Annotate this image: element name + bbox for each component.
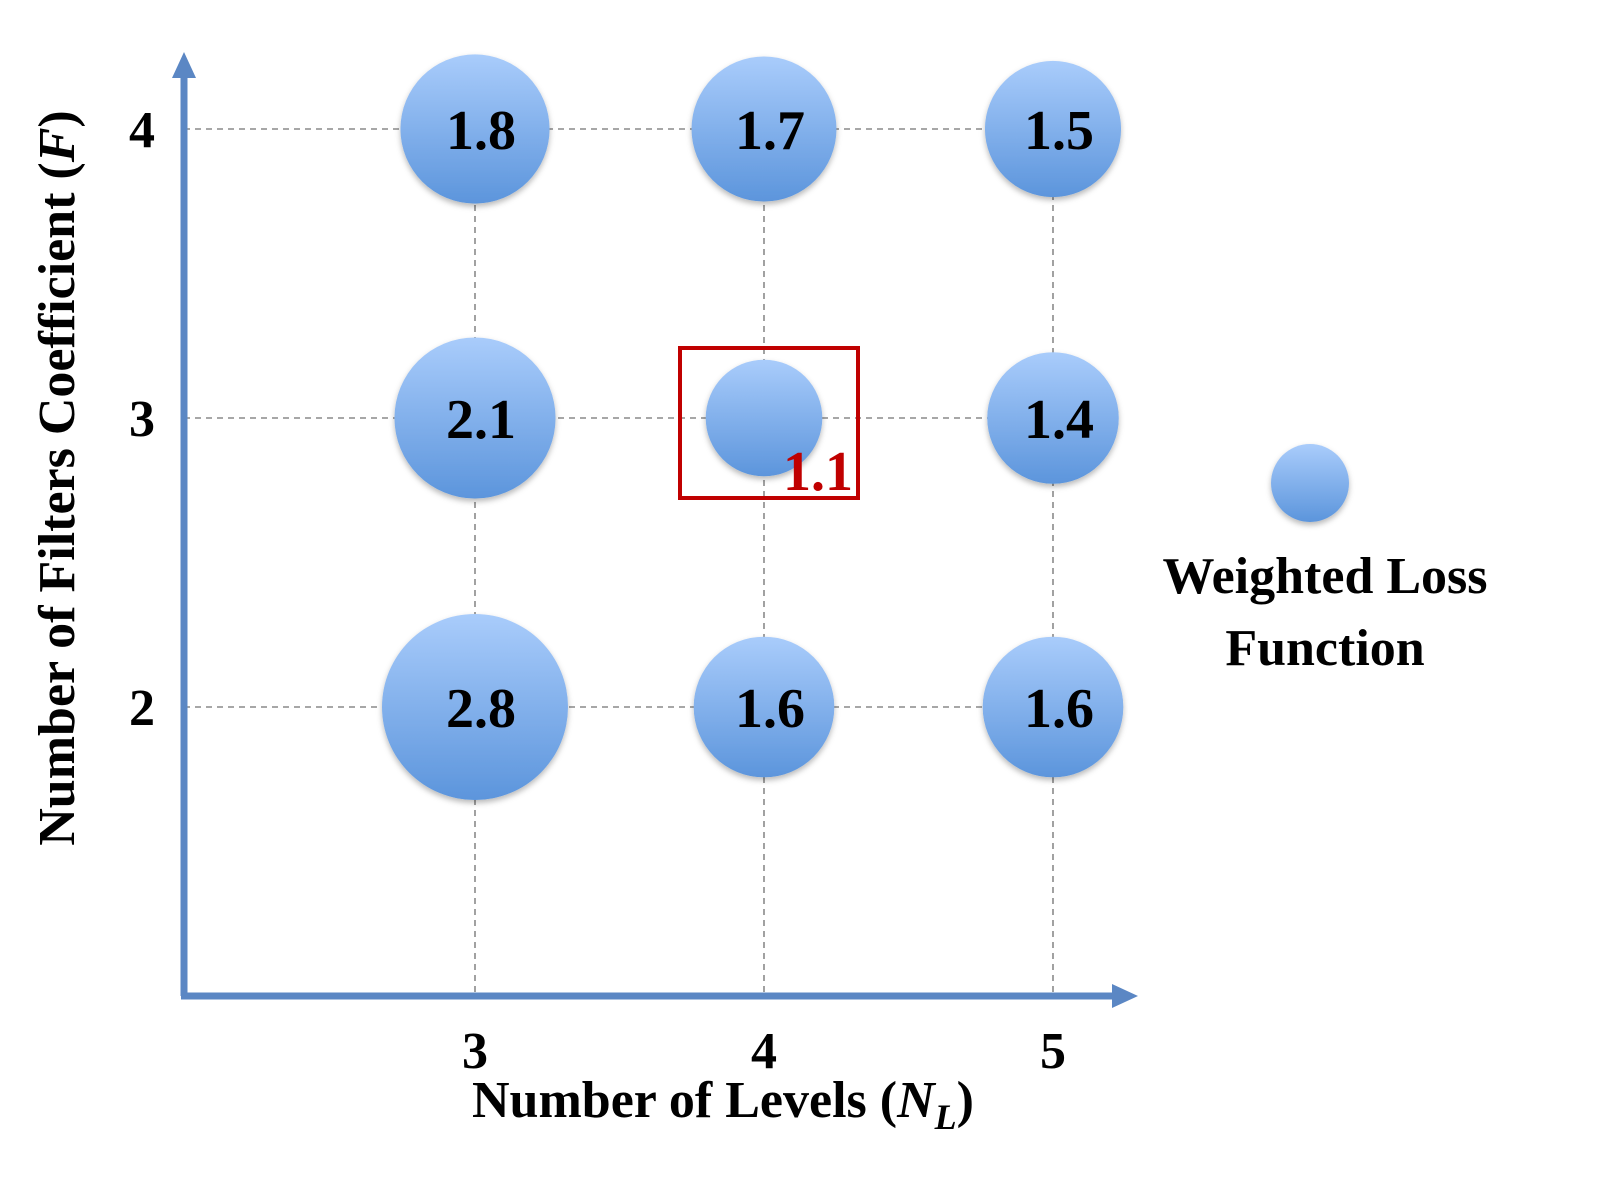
x-tick-label: 4	[751, 1023, 777, 1080]
x-tick-label: 5	[1040, 1023, 1066, 1080]
bubble	[400, 54, 550, 204]
x-axis-title-symbol: N	[896, 1072, 937, 1129]
bubble	[987, 352, 1119, 484]
legend-bubble	[1271, 444, 1349, 522]
bubble-label: 1.7	[735, 100, 805, 162]
y-tick-label: 4	[129, 102, 155, 159]
x-axis-arrow	[1112, 984, 1138, 1008]
bubble	[691, 56, 837, 202]
bubble-label: 1.8	[446, 100, 516, 162]
x-axis-title-prefix: Number of Levels (	[472, 1072, 897, 1129]
bubble	[705, 359, 823, 477]
bubble	[984, 60, 1122, 198]
y-tick-label: 2	[129, 680, 155, 737]
bubble	[382, 614, 568, 800]
tick-labels: 3 4 5 2 3 4	[129, 102, 1066, 1080]
bubble	[693, 636, 835, 778]
bubble-label: 2.1	[446, 389, 516, 451]
bubble	[982, 636, 1124, 778]
highlight-label: 1.1	[783, 441, 853, 503]
x-axis-title: Number of Levels (NL)	[472, 1072, 974, 1137]
grid-lines	[184, 128, 1054, 996]
axes	[172, 52, 1138, 1008]
bubble-label: 1.5	[1024, 100, 1094, 162]
y-axis-title-symbol: F	[29, 128, 86, 164]
y-axis-title-suffix: )	[29, 110, 86, 127]
legend-label-line2: Function	[1225, 620, 1424, 677]
legend: Weighted Loss Function	[1162, 444, 1488, 677]
x-axis-title-suffix: )	[957, 1072, 974, 1129]
bubble-label: 1.6	[1024, 678, 1094, 740]
y-axis-title-prefix: Number of Filters Coefficient (	[29, 162, 86, 846]
x-axis-title-subscript: L	[934, 1097, 957, 1137]
bubble	[394, 337, 556, 499]
bubble-labels: 1.8 1.7 1.5 2.1 1.1 1.4 2.8 1.6 1.6	[446, 100, 1094, 740]
bubble-label: 1.4	[1024, 389, 1094, 451]
bubbles	[382, 54, 1124, 800]
highlight-box	[678, 346, 860, 500]
y-axis-title: Number of Filters Coefficient (F)	[29, 110, 86, 846]
bubble-label: 2.8	[446, 678, 516, 740]
y-axis-arrow	[172, 52, 196, 78]
y-tick-label: 3	[129, 391, 155, 448]
x-tick-label: 3	[462, 1023, 488, 1080]
legend-label-line1: Weighted Loss	[1162, 548, 1487, 605]
bubble-label: 1.6	[735, 678, 805, 740]
